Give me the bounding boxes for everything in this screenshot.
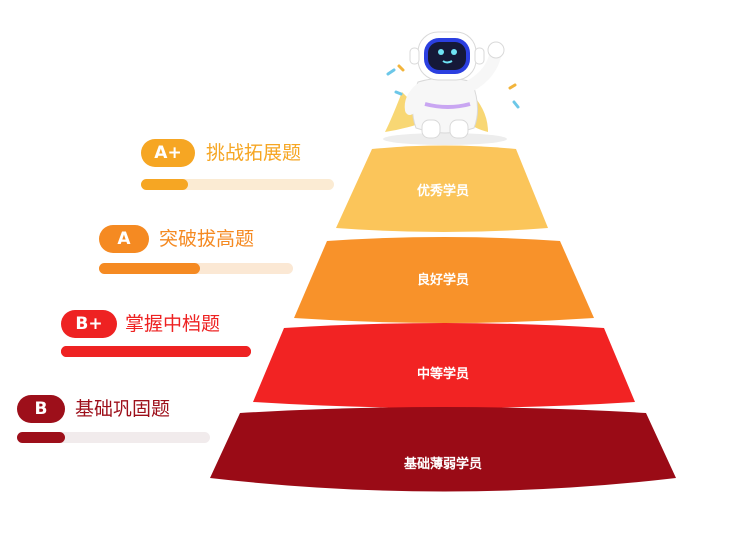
tier-label-basic: 基础薄弱学员 — [403, 456, 482, 472]
tier-label-good: 良好学员 — [417, 272, 469, 288]
robot-mascot-icon — [383, 32, 518, 145]
tier-label-excellent: 优秀学员 — [417, 183, 469, 199]
pyramid-tier-basic — [210, 407, 676, 492]
pyramid-tier-medium — [253, 323, 635, 408]
tier-label-medium: 中等学员 — [417, 366, 469, 382]
